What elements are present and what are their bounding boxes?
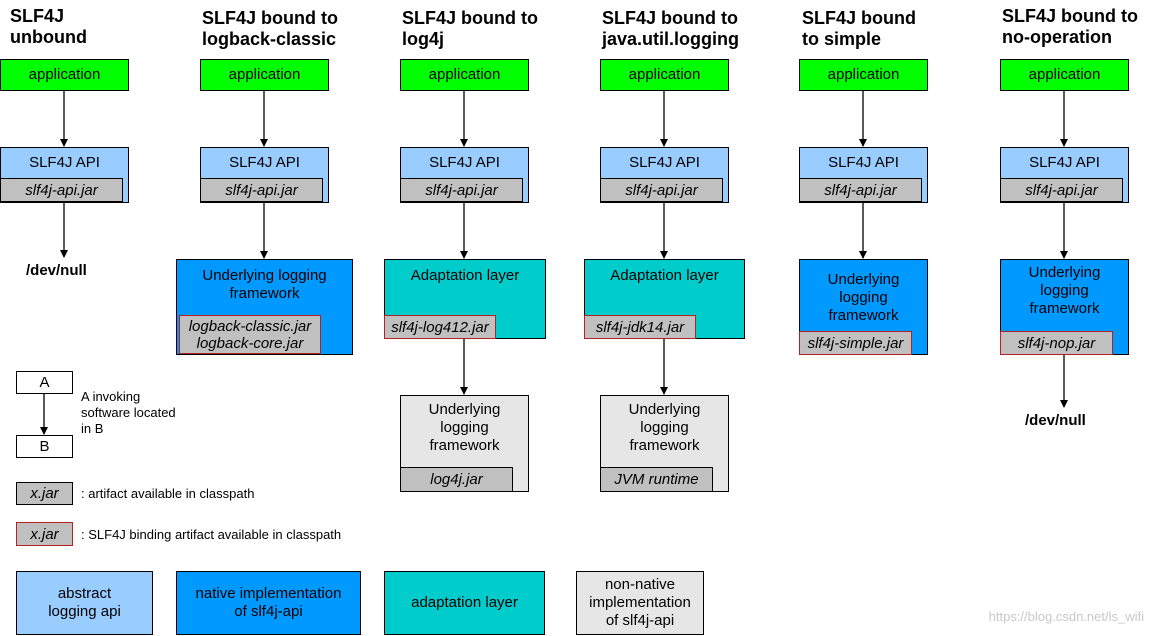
legend-non-native-box: non-native implementation of slf4j-api (576, 571, 704, 635)
column-title-log4j: SLF4J bound to log4j (402, 8, 538, 49)
framework-jar: JVM runtime (600, 467, 713, 492)
slf4j-api-box: SLF4J API slf4j-api.jar (200, 147, 329, 203)
adaptation-label: Adaptation layer (410, 267, 520, 284)
slf4j-api-label: SLF4J API (1029, 154, 1100, 171)
application-box: application (200, 59, 329, 91)
slf4j-api-box: SLF4J API slf4j-api.jar (0, 147, 129, 203)
dev-null-label: /dev/null (1025, 412, 1086, 429)
framework-label: Underlying logging framework (202, 267, 327, 302)
api-jar: slf4j-api.jar (600, 178, 723, 202)
application-box: application (1000, 59, 1129, 91)
column-title-nop: SLF4J bound to no-operation (1002, 6, 1138, 47)
application-box: application (799, 59, 928, 91)
legend-box-b: B (16, 435, 73, 458)
application-box: application (400, 59, 529, 91)
legend-box-a: A (16, 371, 73, 394)
application-box: application (0, 59, 129, 91)
api-jar: slf4j-api.jar (200, 178, 323, 202)
binding-jar: slf4j-log412.jar (384, 315, 496, 339)
slf4j-api-label: SLF4J API (828, 154, 899, 171)
api-jar: slf4j-api.jar (400, 178, 523, 202)
framework-label: Underlying logging framework (628, 401, 701, 454)
column-title-logback: SLF4J bound to logback-classic (202, 8, 338, 49)
column-title-jul: SLF4J bound to java.util.logging (602, 8, 740, 49)
framework-jar: log4j.jar (400, 467, 513, 492)
legend-abstract-box: abstract logging api (16, 571, 153, 635)
slf4j-api-label: SLF4J API (29, 154, 100, 171)
framework-label: Underlying logging framework (1028, 264, 1101, 317)
binding-jar: logback-classic.jar logback-core.jar (179, 315, 321, 354)
adaptation-label: Adaptation layer (610, 267, 719, 284)
dev-null-label: /dev/null (26, 262, 87, 279)
slf4j-api-label: SLF4J API (229, 154, 300, 171)
slf4j-api-label: SLF4J API (629, 154, 700, 171)
application-box: application (600, 59, 729, 91)
legend-native-box: native implementation of slf4j-api (176, 571, 361, 635)
api-jar: slf4j-api.jar (799, 178, 922, 202)
native-framework-box: Underlying logging framework logback-cla… (176, 259, 353, 355)
slf4j-api-box: SLF4J API slf4j-api.jar (400, 147, 529, 203)
watermark: https://blog.csdn.net/ls_wifi (988, 609, 1144, 624)
column-title-simple: SLF4J bound to simple (802, 8, 916, 49)
slf4j-api-label: SLF4J API (429, 154, 500, 171)
binding-jar: slf4j-simple.jar (799, 331, 912, 355)
api-jar: slf4j-api.jar (1000, 178, 1123, 202)
legend-jar-text: : artifact available in classpath (81, 486, 255, 501)
legend-binding-text: : SLF4J binding artifact available in cl… (81, 527, 342, 542)
non-native-framework-box: Underlying logging framework log4j.jar (400, 395, 529, 492)
non-native-framework-box: Underlying logging framework JVM runtime (600, 395, 729, 492)
adaptation-layer-box: Adaptation layer slf4j-jdk14.jar (584, 259, 745, 339)
native-framework-box: Underlying logging framework slf4j-nop.j… (1000, 259, 1129, 355)
binding-jar: slf4j-nop.jar (1000, 331, 1113, 355)
adaptation-layer-box: Adaptation layer slf4j-log412.jar (384, 259, 546, 339)
legend-adaptation-box: adaptation layer (384, 571, 545, 635)
legend-invoke-text: A invoking software located in B (81, 389, 176, 436)
framework-label: Underlying logging framework (428, 401, 501, 454)
framework-label: Underlying logging framework (827, 271, 900, 324)
slf4j-api-box: SLF4J API slf4j-api.jar (1000, 147, 1129, 203)
legend-jar: x.jar (16, 482, 73, 505)
column-title-unbound: SLF4J unbound (10, 6, 87, 47)
binding-jar: slf4j-jdk14.jar (584, 315, 696, 339)
legend-binding-jar: x.jar (16, 522, 73, 546)
api-jar: slf4j-api.jar (0, 178, 123, 202)
slf4j-api-box: SLF4J API slf4j-api.jar (799, 147, 928, 203)
slf4j-api-box: SLF4J API slf4j-api.jar (600, 147, 729, 203)
native-framework-box: Underlying logging framework slf4j-simpl… (799, 259, 928, 355)
